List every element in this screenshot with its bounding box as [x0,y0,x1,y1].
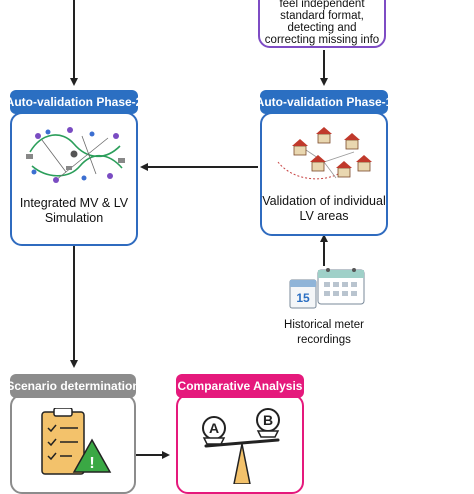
meter-caption: Historical meter recordings [270,318,378,348]
scenario-box: ! [10,394,136,494]
comparative-box: A B [176,394,304,494]
preprocessing-line-2: standard format, [280,10,364,22]
preprocessing-box: feel independent standard format, detect… [258,0,386,48]
balance-scale-icon: A B [202,408,280,484]
phase1-line-2: LV areas [299,209,349,223]
comparative-header: Comparative Analysis [176,374,304,398]
phase2-line-2: Simulation [44,211,104,225]
scenario-header: Scenario determination [6,374,140,398]
preprocessing-line-4: correcting missing info [264,34,380,46]
preprocessing-line-1: feel independent [279,0,365,10]
warning-glyph: ! [89,455,94,472]
phase1-header: Auto-validation Phase-1 [256,90,392,114]
option-a-label: A [209,420,219,436]
phase1-line-1: Validation of individual [262,194,386,208]
mv-lv-network-icon [26,127,125,183]
meter-line-2: recordings [297,334,351,346]
phase1-box: Validation of individual LV areas [260,112,388,236]
checklist-warning-icon: ! [41,408,112,475]
calendar-number: 15 [296,291,310,305]
houses-network-icon [277,127,372,180]
preprocessing-line-3: detecting and [287,22,357,34]
phase2-header: Auto-validation Phase-2 [6,90,142,114]
phase2-box: Integrated MV & LV Simulation [10,112,138,246]
option-b-label: B [263,412,273,428]
flow-arrows [70,0,328,459]
phase2-line-1: Integrated MV & LV [19,196,129,210]
calendar-icon: 15 [289,268,365,309]
meter-line-1: Historical meter [284,319,364,331]
